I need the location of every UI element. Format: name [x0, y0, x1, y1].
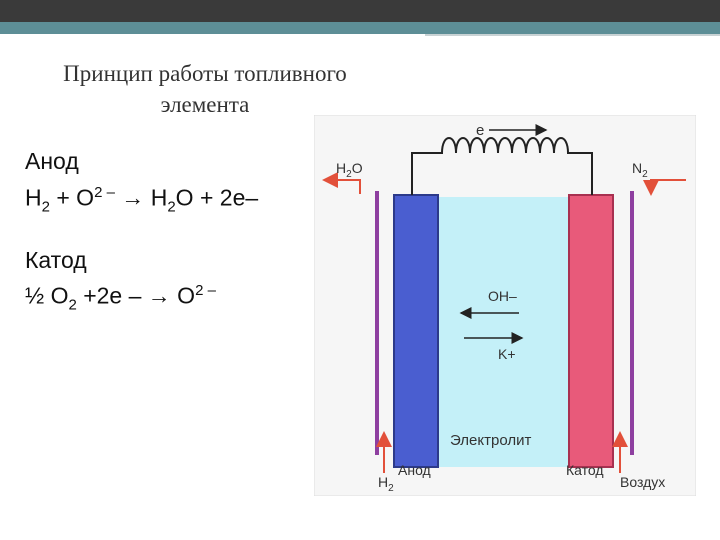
anode-heading: Анод	[25, 148, 79, 174]
cathode-heading: Катод	[25, 247, 87, 273]
cathode-electrode	[568, 194, 614, 468]
header-bar	[0, 0, 720, 22]
anode-electrode	[393, 194, 439, 468]
anode-equation: H2 + O2 – → H2O + 2e–	[25, 184, 259, 216]
header-divider-line	[425, 34, 720, 36]
n2-out-arrow	[643, 179, 686, 196]
cathode-equation: ½ O2 +2e – → O2 –	[25, 282, 216, 314]
electron-label: e	[476, 122, 484, 139]
air-label: Воздух	[620, 474, 665, 490]
h2o-out-arrow	[322, 172, 361, 194]
n2-label: N2	[632, 160, 648, 180]
electrolyte-label: Электролит	[450, 432, 531, 449]
electrolyte-region	[438, 197, 573, 467]
header-accent-bar	[0, 22, 720, 34]
fuel-cell-svg: e H2O N2 OH– K+ Электролит H2 Анод Катод…	[313, 114, 697, 497]
external-circuit-coil	[411, 137, 593, 195]
cathode-label: Катод	[566, 462, 604, 478]
oh-ion-label: OH–	[488, 288, 517, 304]
slide-title: Принцип работы топливного элемента	[63, 61, 347, 117]
k-ion-label: K+	[498, 346, 516, 362]
anode-label: Анод	[398, 462, 431, 478]
fuel-cell-diagram: e H2O N2 OH– K+ Электролит H2 Анод Катод…	[313, 114, 697, 497]
h2-label: H2	[378, 474, 394, 494]
h2o-label: H2O	[336, 160, 363, 180]
